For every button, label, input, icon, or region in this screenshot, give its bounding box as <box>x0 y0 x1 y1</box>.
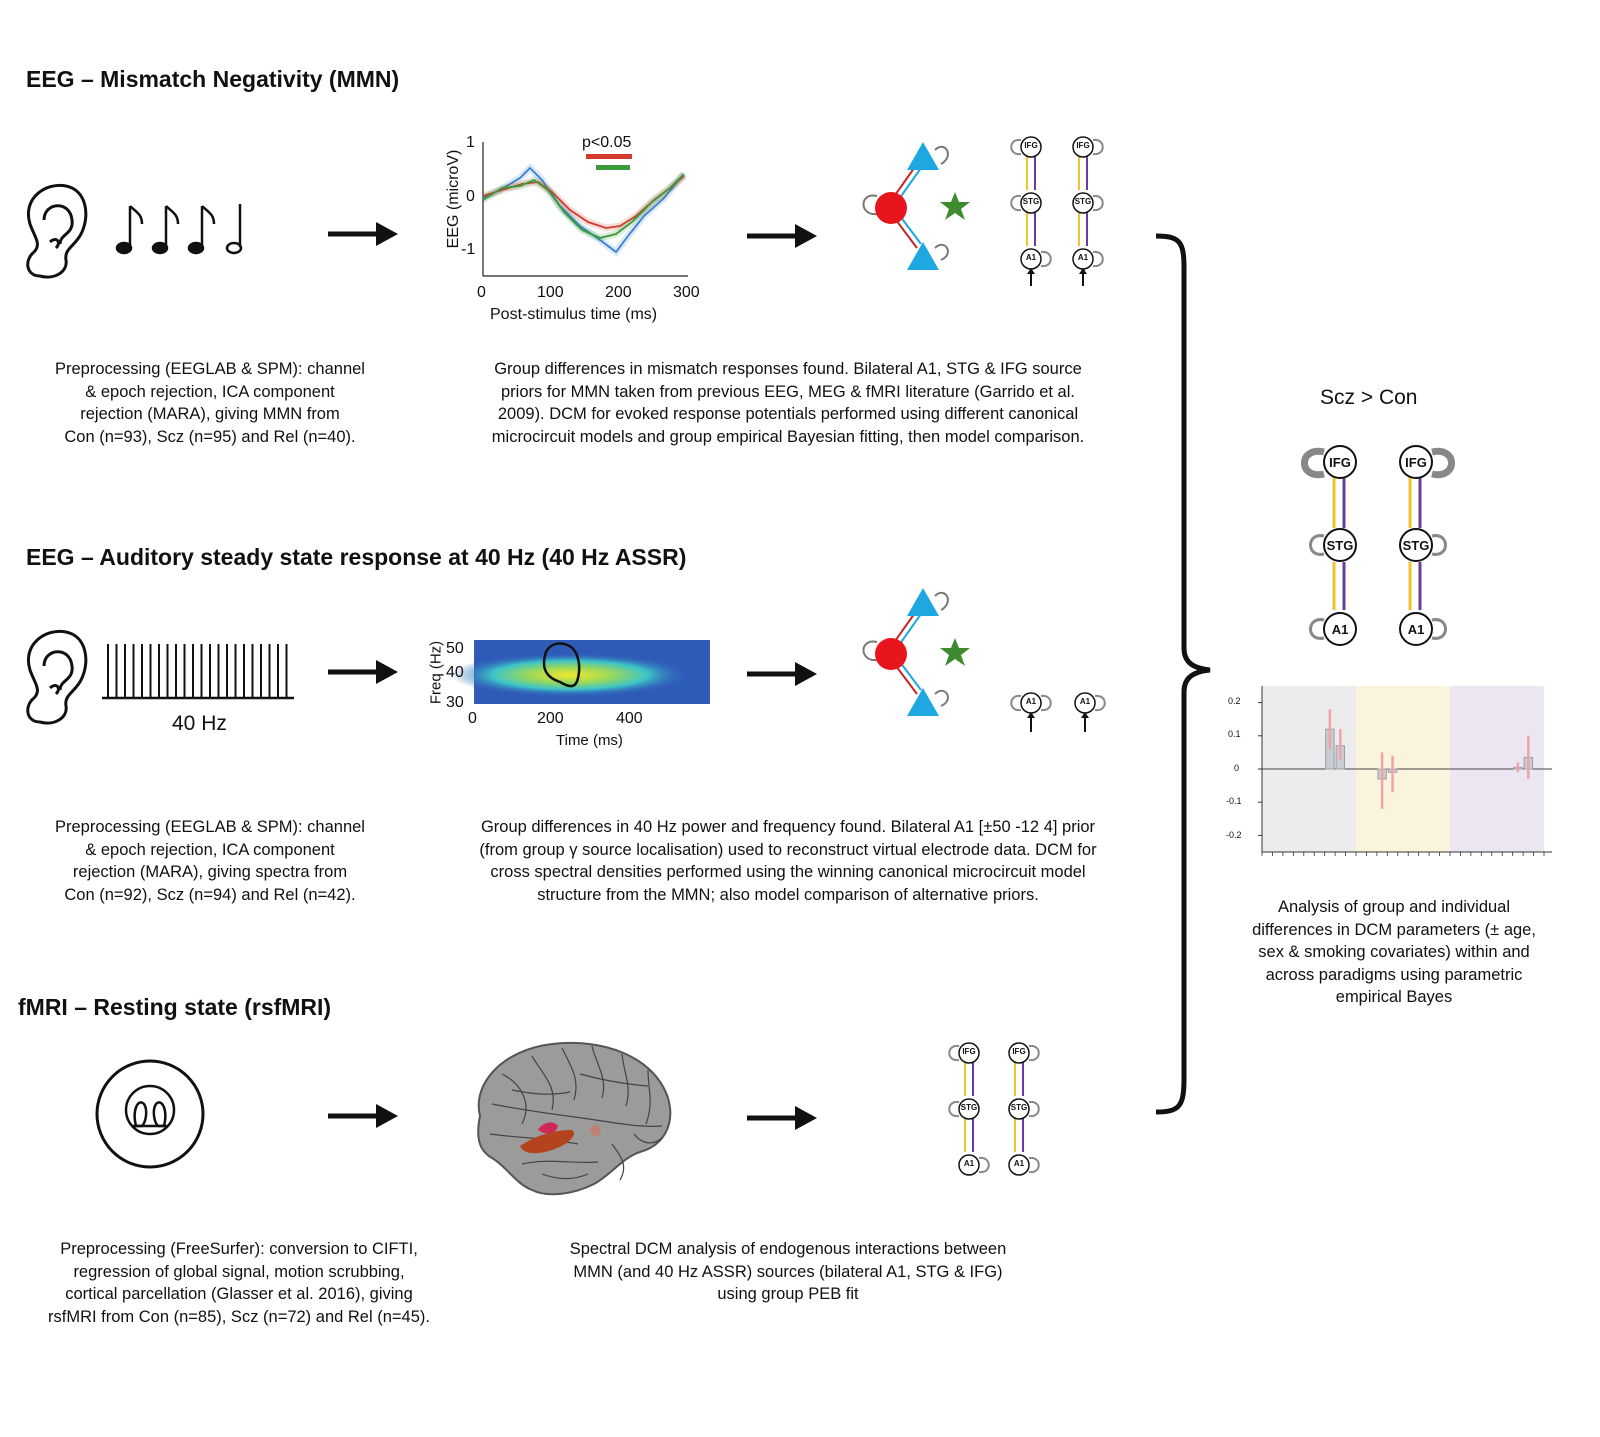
node-label-a1: A1 <box>1025 697 1037 706</box>
arrow-icon <box>328 222 398 246</box>
assr-dcm-node-right: A1 <box>1060 688 1120 741</box>
y-tick: 0.2 <box>1228 696 1241 706</box>
erp-trace-green <box>482 173 685 239</box>
stimulus-frequency-label: 40 Hz <box>172 712 227 735</box>
node-label-ifg: IFG <box>1024 141 1038 150</box>
summary-caption: Analysis of group and individual differe… <box>1252 898 1536 1006</box>
mmn-dcm-network-right: IFG STG A1 <box>1058 132 1118 297</box>
y-tick: -1 <box>461 241 476 258</box>
y-tick: 30 <box>446 694 464 711</box>
mri-scanner-icon <box>95 1059 205 1169</box>
node-label-ifg: IFG <box>1405 455 1427 470</box>
arrow-icon <box>328 1104 398 1128</box>
node-label-ifg: IFG <box>1076 141 1090 150</box>
pyramidal-cell-icon <box>907 142 939 170</box>
node-label-stg: STG <box>960 1103 978 1112</box>
fmri-dcm-network-right: IFG STG A1 <box>992 1038 1056 1187</box>
fmri-dcm-network-left: IFG STG A1 <box>942 1038 994 1187</box>
canonical-microcircuit-diagram <box>862 142 970 270</box>
node-label-stg: STG <box>1022 197 1040 206</box>
node-label-a1: A1 <box>963 1159 975 1168</box>
pyramidal-cell-icon <box>907 688 939 716</box>
node-label-stg: STG <box>1010 1103 1028 1112</box>
x-tick: 100 <box>537 284 564 301</box>
significance-bar-red <box>586 154 632 159</box>
significance-label: p<0.05 <box>582 134 632 151</box>
cortical-parcellation-brain <box>477 1041 672 1196</box>
node-label-ifg: IFG <box>1329 455 1351 470</box>
mmn-analysis-caption: Group differences in mismatch responses … <box>491 360 1085 446</box>
ear-icon <box>26 183 88 279</box>
y-axis-label: Freq (Hz) <box>427 640 445 705</box>
y-tick: 0 <box>1234 763 1240 773</box>
erp-trace-blue <box>482 166 685 254</box>
summary-dcm-network-left: IFG STG A1 <box>1296 440 1376 663</box>
y-tick: 0.1 <box>1228 729 1241 739</box>
arrow-icon <box>747 1106 817 1130</box>
canonical-microcircuit-diagram <box>862 588 970 716</box>
node-label-stg: STG <box>1074 197 1092 206</box>
x-axis-label: Time (ms) <box>556 732 623 749</box>
mmn-dcm-network-left: IFG STG A1 <box>1006 132 1056 297</box>
y-tick: 0 <box>466 188 475 205</box>
x-tick: 400 <box>616 710 643 727</box>
fmri-section-title: fMRI – Resting state (rsfMRI) <box>18 994 332 1020</box>
node-label-a1: A1 <box>1331 622 1349 637</box>
arrow-icon <box>747 662 817 686</box>
assr-preprocessing-caption: Preprocessing (EEGLAB & SPM): channel & … <box>55 818 365 904</box>
mmn-preprocessing-caption: Preprocessing (EEGLAB & SPM): channel & … <box>55 360 365 446</box>
fmri-analysis-caption: Spectral DCM analysis of endogenous inte… <box>569 1240 1007 1303</box>
mmn-erp-plot: p<0.05 1 0 -1 EEG (microV) 0 100 200 300… <box>430 130 720 330</box>
arrow-icon <box>747 224 817 248</box>
node-label-stg: STG <box>1326 538 1354 553</box>
node-label-a1: A1 <box>1077 253 1089 262</box>
inhibitory-interneuron-icon <box>875 638 907 670</box>
inhibitory-interneuron-icon <box>875 192 907 224</box>
node-label-ifg: IFG <box>1012 1047 1026 1056</box>
summary-title: Scz > Con <box>1320 386 1418 409</box>
y-tick: -0.2 <box>1226 830 1242 840</box>
x-tick: 0 <box>468 710 477 727</box>
stellate-cell-icon <box>940 192 970 220</box>
x-tick: 200 <box>605 284 632 301</box>
bracket-divider <box>1155 233 1211 1115</box>
y-tick: 1 <box>466 134 475 151</box>
tone-sequence-icon <box>115 204 243 255</box>
pyramidal-cell-icon <box>907 242 939 270</box>
assr-dcm-node-left: A1 <box>1006 688 1056 741</box>
mmn-section-title: EEG – Mismatch Negativity (MMN) <box>26 66 400 92</box>
dcm-parameter-bar-chart: 0.2 0.1 0 -0.1 -0.2 <box>1226 680 1556 860</box>
y-axis-label: EEG (microV) <box>445 149 462 249</box>
summary-dcm-network-right: IFG STG A1 <box>1372 440 1462 663</box>
click-train-stimulus-icon <box>102 644 294 700</box>
assr-time-frequency-plot: 50 40 30 Freq (Hz) 0 200 400 Time (ms) <box>420 630 720 760</box>
y-tick: 50 <box>446 640 464 657</box>
x-tick: 200 <box>537 710 564 727</box>
assr-section-title: EEG – Auditory steady state response at … <box>26 544 687 570</box>
node-label-a1: A1 <box>1407 622 1425 637</box>
arrow-icon <box>328 660 398 684</box>
x-axis-label: Post-stimulus time (ms) <box>490 306 658 323</box>
fmri-preprocessing-caption: Preprocessing (FreeSurfer): conversion t… <box>48 1240 430 1326</box>
node-label-a1: A1 <box>1025 253 1037 262</box>
y-tick: -0.1 <box>1226 796 1242 806</box>
y-tick: 40 <box>446 664 464 681</box>
significance-bar-green <box>596 165 630 170</box>
x-tick: 0 <box>477 284 486 301</box>
stellate-cell-icon <box>940 638 970 666</box>
node-label-a1: A1 <box>1013 1159 1025 1168</box>
node-label-ifg: IFG <box>962 1047 976 1056</box>
node-label-a1: A1 <box>1079 697 1091 706</box>
pyramidal-cell-icon <box>907 588 939 616</box>
ear-icon <box>26 629 88 725</box>
assr-analysis-caption: Group differences in 40 Hz power and fre… <box>479 818 1097 904</box>
node-label-stg: STG <box>1402 538 1430 553</box>
x-tick: 300 <box>673 284 700 301</box>
